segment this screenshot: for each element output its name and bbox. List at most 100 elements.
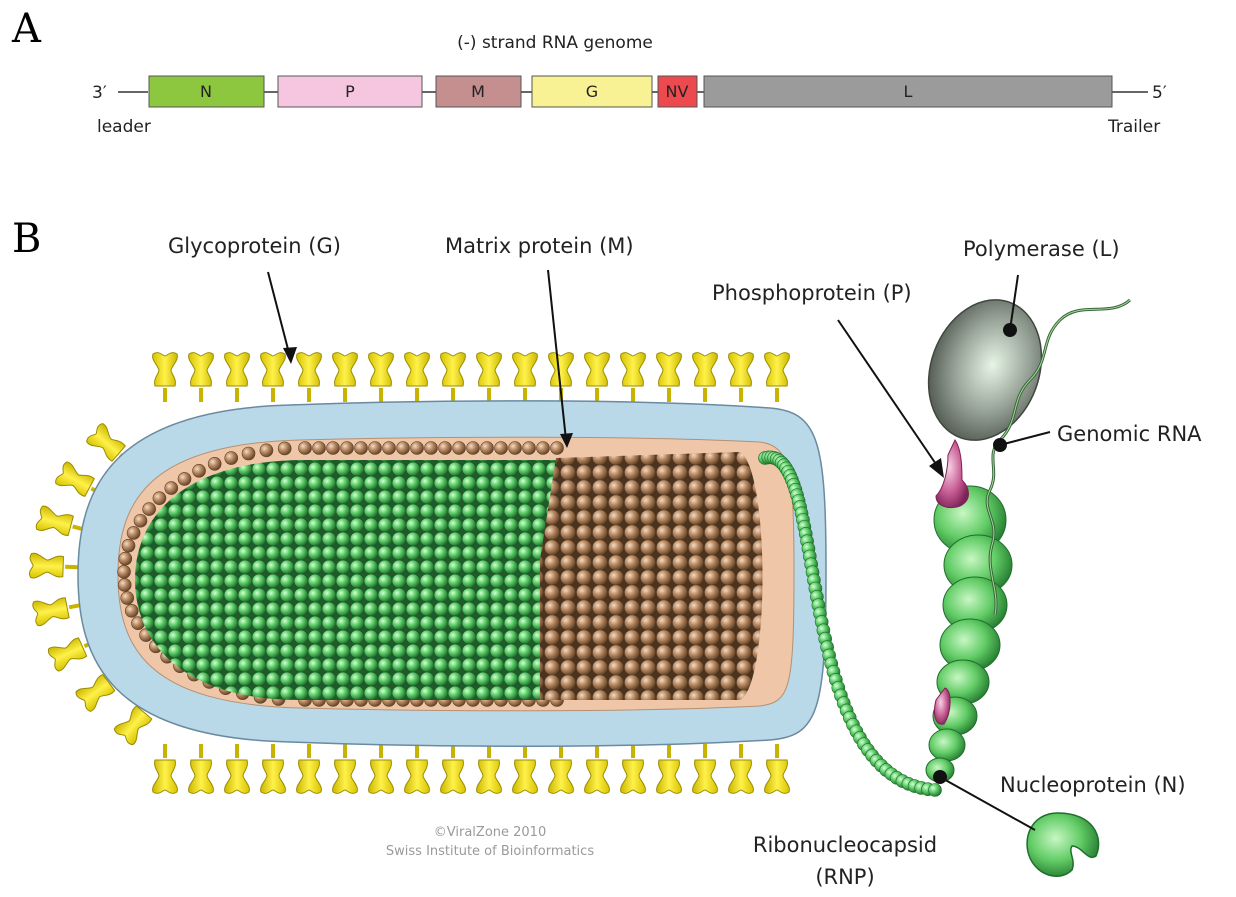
gene-g-label: G bbox=[586, 82, 598, 101]
matrix-bead bbox=[425, 442, 438, 455]
glycoprotein-pointer bbox=[268, 272, 290, 357]
gene-nv-label: NV bbox=[666, 82, 689, 101]
matrix-bead bbox=[193, 464, 206, 477]
end-3-prime: 3′ bbox=[92, 83, 107, 103]
leader-label: leader bbox=[97, 117, 151, 137]
glycoprotein-spike bbox=[369, 744, 394, 793]
glycoprotein-spike bbox=[513, 353, 538, 402]
rnp-label-line2: (RNP) bbox=[815, 865, 874, 889]
gene-bar: N P M G NV L bbox=[149, 76, 1112, 107]
matrix-bead bbox=[299, 442, 312, 455]
matrix-bead bbox=[397, 442, 410, 455]
rnp-bead bbox=[929, 784, 942, 797]
gene-p: P bbox=[278, 76, 422, 107]
gene-m: M bbox=[436, 76, 521, 107]
glycoprotein-spike bbox=[32, 592, 85, 626]
matrix-bead bbox=[341, 442, 354, 455]
glycoprotein-spike bbox=[441, 744, 466, 793]
matrix-bead bbox=[225, 452, 238, 465]
matrix-bead bbox=[509, 442, 522, 455]
panel-b: B bbox=[12, 216, 1202, 889]
matrix-bead bbox=[122, 539, 135, 552]
glycoprotein-spike bbox=[585, 744, 610, 793]
matrix-bead bbox=[411, 442, 424, 455]
matrix-bead bbox=[153, 492, 166, 505]
glycoprotein-spike bbox=[621, 744, 646, 793]
matrix-bead bbox=[134, 514, 147, 527]
matrix-bead bbox=[121, 592, 134, 605]
glycoprotein-spike bbox=[189, 353, 214, 402]
matrix-bead bbox=[178, 472, 191, 485]
panel-b-letter: B bbox=[12, 216, 41, 262]
genomic-rna-pointer bbox=[1000, 432, 1050, 445]
matrix-bead bbox=[278, 442, 291, 455]
matrix-bead bbox=[495, 442, 508, 455]
phosphoprotein-pointer bbox=[838, 320, 940, 470]
matrix-bead bbox=[453, 442, 466, 455]
polymerase-label: Polymerase (L) bbox=[963, 237, 1120, 261]
glycoprotein-spike bbox=[693, 744, 718, 793]
arrowhead-icon bbox=[929, 458, 944, 478]
nucleocapsid-coil bbox=[130, 455, 570, 705]
glycoprotein-spike bbox=[261, 353, 286, 402]
glycoprotein-spike bbox=[549, 744, 574, 793]
matrix-bead bbox=[523, 442, 536, 455]
glycoprotein-spike bbox=[693, 353, 718, 402]
rnp-lobe bbox=[929, 729, 965, 761]
pointer-dot-icon bbox=[933, 770, 947, 784]
glycoprotein-label: Glycoprotein (G) bbox=[168, 234, 341, 258]
glycoprotein-spike bbox=[369, 353, 394, 402]
glycoprotein-spike bbox=[153, 353, 178, 402]
glycoprotein-spike bbox=[189, 744, 214, 793]
gene-n-label: N bbox=[200, 82, 212, 101]
glycoprotein-spike bbox=[29, 553, 79, 580]
glycoprotein-spike bbox=[729, 744, 754, 793]
polymerase-complex bbox=[910, 284, 1130, 782]
glycoprotein-spike bbox=[261, 744, 286, 793]
matrix-bead bbox=[127, 526, 140, 539]
gene-n: N bbox=[149, 76, 264, 107]
matrix-bead bbox=[369, 442, 382, 455]
matrix-bead bbox=[327, 442, 340, 455]
gene-p-label: P bbox=[345, 82, 355, 101]
glycoprotein-spike bbox=[405, 353, 430, 402]
glycoprotein-spike bbox=[441, 353, 466, 402]
glycoprotein-spike bbox=[477, 744, 502, 793]
gene-l: L bbox=[704, 76, 1112, 107]
glycoprotein-spike bbox=[657, 744, 682, 793]
glycoprotein-spike bbox=[153, 744, 178, 793]
matrix-bead bbox=[143, 503, 156, 516]
matrix-bead bbox=[208, 457, 221, 470]
matrix-bead bbox=[260, 444, 273, 457]
glycoprotein-spike bbox=[225, 353, 250, 402]
gene-g: G bbox=[532, 76, 652, 107]
rnp-label-line1: Ribonucleocapsid bbox=[753, 833, 937, 857]
glycoprotein-spike bbox=[333, 744, 358, 793]
matrix-bead bbox=[242, 447, 255, 460]
panel-a: A (-) strand RNA genome 3′ 5′ leader Tra… bbox=[11, 6, 1167, 137]
gene-l-label: L bbox=[904, 82, 913, 101]
nucleoprotein-shape bbox=[1027, 813, 1099, 876]
glycoprotein-spike bbox=[297, 744, 322, 793]
matrix-bead bbox=[125, 604, 138, 617]
end-5-prime: 5′ bbox=[1152, 83, 1167, 103]
matrix-bead bbox=[481, 442, 494, 455]
glycoprotein-spike bbox=[333, 353, 358, 402]
credit-line2: Swiss Institute of Bioinformatics bbox=[386, 844, 594, 859]
matrix-bead bbox=[467, 442, 480, 455]
glycoprotein-spike bbox=[297, 353, 322, 402]
matrix-bead bbox=[383, 442, 396, 455]
matrix-bead bbox=[118, 565, 131, 578]
nucleoprotein-label: Nucleoprotein (N) bbox=[1000, 773, 1186, 797]
genomic-rna-label: Genomic RNA bbox=[1057, 422, 1202, 446]
phosphoprotein-label: Phosphoprotein (P) bbox=[712, 281, 912, 305]
matrix-bead bbox=[119, 552, 132, 565]
glycoprotein-spike bbox=[657, 353, 682, 402]
pointer-dot-icon bbox=[1003, 323, 1017, 337]
genome-title: (-) strand RNA genome bbox=[457, 33, 653, 53]
glycoprotein-spike bbox=[621, 353, 646, 402]
glycoprotein-spike bbox=[225, 744, 250, 793]
glycoprotein-spike bbox=[585, 353, 610, 402]
matrix-bead bbox=[537, 442, 550, 455]
credit-line1: ©ViralZone 2010 bbox=[434, 825, 546, 840]
